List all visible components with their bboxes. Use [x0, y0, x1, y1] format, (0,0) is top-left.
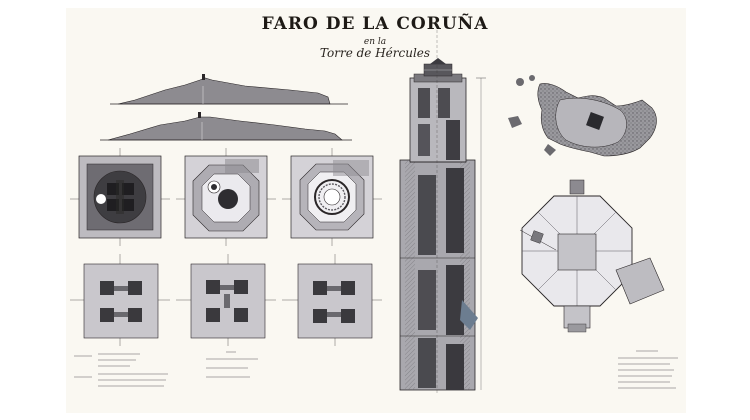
- sheet-title: FARO DE LA CORUÑA: [261, 14, 489, 34]
- site-plan: [508, 75, 657, 157]
- sheet-subtitle-small: en la: [363, 37, 387, 47]
- plan-level-6: [282, 254, 382, 346]
- tower-section: [399, 20, 486, 395]
- elevation-profile-lower: [100, 112, 352, 141]
- notes-bottom-right: [618, 350, 678, 389]
- plan-level-5: [176, 254, 276, 346]
- notes-scale: [206, 351, 258, 378]
- plan-level-3: [282, 148, 382, 246]
- plan-level-2: [176, 148, 276, 246]
- octagonal-ground-plan: [519, 179, 665, 333]
- notes-bottom-left: [74, 353, 168, 387]
- plan-level-4: [70, 254, 170, 346]
- elevation-profile-upper: [110, 74, 348, 105]
- sheet-subtitle: Torre de Hércules: [319, 46, 431, 60]
- plan-level-1: [70, 148, 170, 246]
